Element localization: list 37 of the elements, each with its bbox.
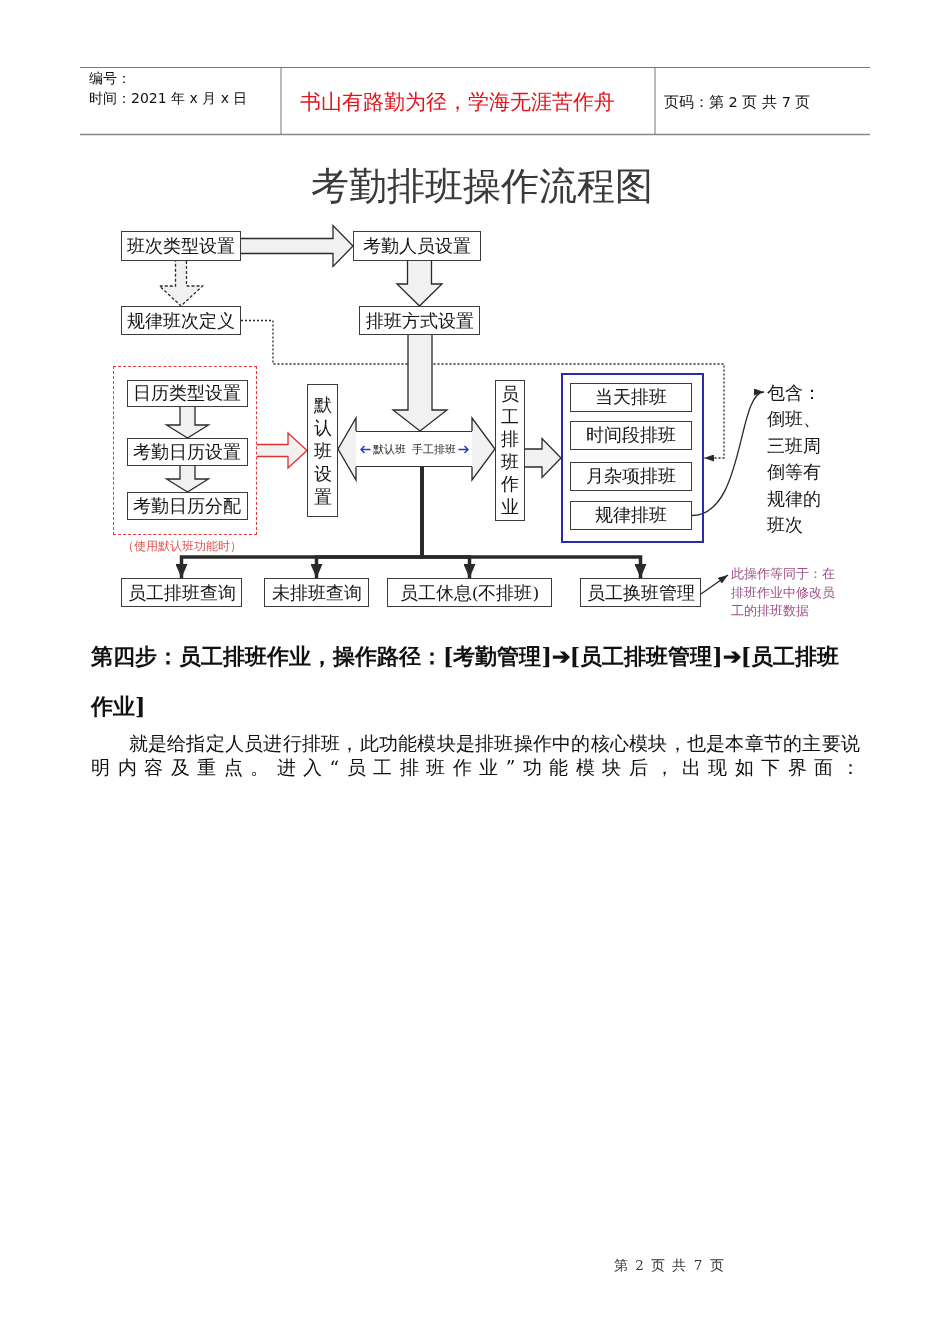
process-box: 规律班次定义	[121, 306, 241, 335]
process-box: 排班方式设置	[359, 306, 480, 335]
paragraph: 就是给指定人员进行排班，此功能模块是排班操作中的核心模块，也是本章节的主要说明内容及重点。进入“员工排班作业”功能模块后，出现如下界面：	[91, 732, 860, 779]
process-box: 默认班设置	[307, 384, 338, 517]
process-box: 考勤日历分配	[126, 491, 248, 520]
arrow	[420, 467, 647, 578]
arrow	[700, 574, 729, 595]
motto: 书山有路勤为径，学海无涯苦作舟	[300, 90, 615, 115]
dotted-arrow	[240, 319, 725, 462]
arrow-label: 手工排班	[411, 442, 456, 456]
process-box: 日历类型设置	[126, 379, 248, 407]
process-box: 考勤人员设置	[353, 231, 481, 261]
annotation: 此操作等同于：在排班作业中修改员工的排班数据	[728, 565, 844, 622]
page-number: 页码：第 2 页 共 7 页	[664, 94, 811, 111]
arrow-label: 默认班	[372, 442, 406, 456]
process-box: 员工休息(不排班)	[387, 578, 552, 607]
group-frame	[561, 373, 704, 543]
header-text: 编号：	[89, 70, 131, 87]
curved-arrow	[691, 391, 765, 517]
process-box: 规律排班	[569, 500, 692, 530]
process-box: 未排班查询	[264, 578, 369, 607]
header-text: 时间：2021 年 x 月 x 日	[89, 90, 248, 107]
process-box: 员工排班作业	[495, 380, 525, 521]
process-box: 月杂项排班	[569, 461, 692, 491]
process-box: 员工换班管理	[580, 578, 701, 607]
double-arrow-band	[356, 431, 472, 467]
process-box: 班次类型设置	[121, 231, 241, 261]
process-box: 当天排班	[569, 382, 692, 412]
process-box: 员工排班查询	[121, 578, 242, 607]
group-label: （使用默认班功能时）	[122, 539, 242, 553]
annotation: 包含：倒班、三班周倒等有规律的班次	[764, 380, 825, 539]
process-box: 时间段排班	[569, 420, 692, 450]
section-heading: 第四步：员工排班作业，操作路径：[考勤管理]➔[员工排班管理]➔[员工排班作业]	[91, 642, 841, 721]
group-frame	[113, 366, 257, 535]
page-footer: 第 2 页 共 7 页	[614, 1257, 726, 1273]
process-box: 考勤日历设置	[126, 437, 248, 466]
diagram-title: 考勤排班操作流程图	[311, 163, 653, 209]
